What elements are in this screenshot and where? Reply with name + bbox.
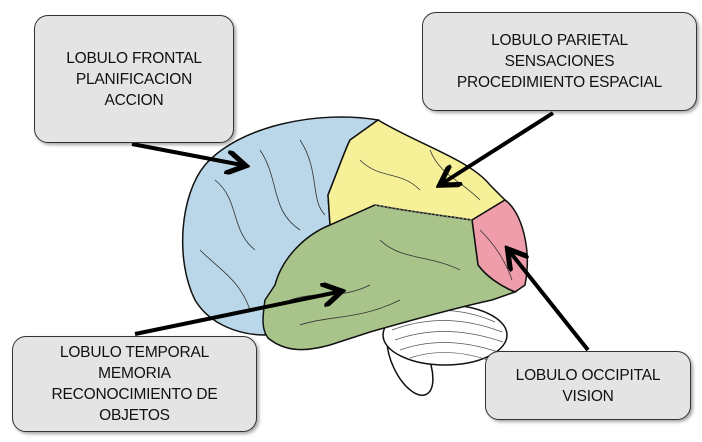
label-line: LOBULO TEMPORAL — [59, 344, 210, 361]
label-frontal-lobe: LOBULO FRONTAL PLANIFICACION ACCION — [34, 15, 234, 143]
label-temporal-lobe: LOBULO TEMPORAL MEMORIA RECONOCIMIENTO D… — [12, 336, 257, 432]
label-line: LOBULO OCCIPITAL — [515, 366, 661, 384]
label-line: RECONOCIMIENTO DE — [51, 386, 218, 403]
temporal-lobe — [262, 204, 518, 351]
lobe-border-dotted — [374, 204, 473, 221]
brain-gyri — [199, 139, 513, 326]
label-line: LOBULO PARIETAL — [491, 32, 628, 49]
label-line: ACCION — [104, 91, 164, 109]
arrow-frontal — [131, 142, 242, 165]
label-line: MEMORIA — [98, 365, 171, 382]
label-occipital-lobe: LOBULO OCCIPITAL VISION — [485, 351, 691, 420]
label-line: PROCEDIMIENTO ESPACIAL — [456, 74, 663, 91]
label-line: SENSACIONES — [504, 53, 615, 70]
label-line: LOBULO FRONTAL — [66, 49, 202, 67]
label-line: PLANIFICACION — [75, 70, 193, 88]
arrow-temporal — [134, 292, 338, 336]
arrow-parietal — [443, 111, 555, 183]
label-parietal-lobe: LOBULO PARIETAL SENSACIONES PROCEDIMIENT… — [422, 12, 697, 111]
label-line: OBJETOS — [99, 407, 170, 424]
label-line: VISION — [562, 387, 614, 405]
arrow-occipital — [510, 252, 590, 352]
